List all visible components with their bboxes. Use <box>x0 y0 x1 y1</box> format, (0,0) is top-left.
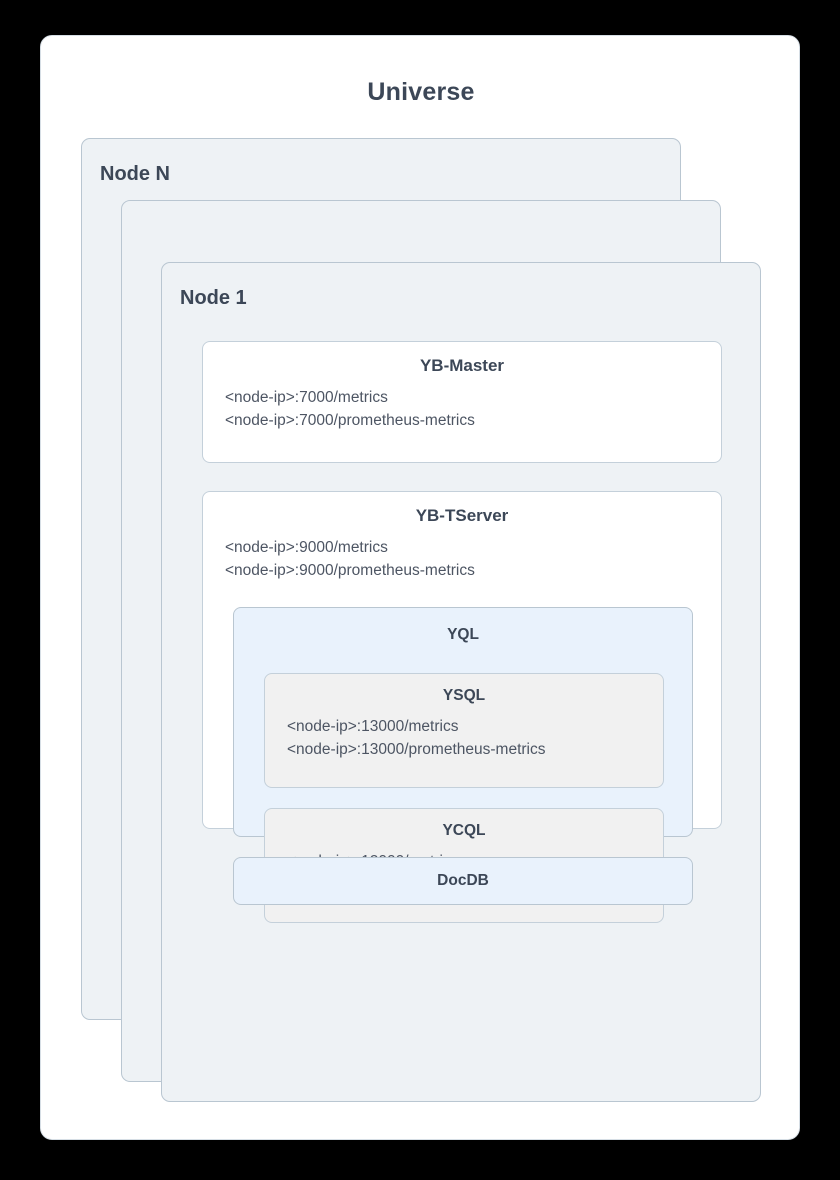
yb-tserver-endpoint-metrics: <node-ip>:9000/metrics <box>225 539 388 556</box>
yb-tserver-box: YB-TServer <node-ip>:9000/metrics <node-… <box>202 491 722 923</box>
yb-master-box: YB-Master <node-ip>:7000/metrics <node-i… <box>202 341 722 463</box>
docdb-title: DocDB <box>437 872 489 889</box>
yql-box: YQL YSQL <node-ip>:13000/metrics <node-i… <box>233 607 693 923</box>
ysql-endpoint-prometheus: <node-ip>:13000/prometheus-metrics <box>287 741 546 758</box>
yb-tserver-endpoints: <node-ip>:9000/metrics <node-ip>:9000/pr… <box>203 536 721 582</box>
yb-master-title: YB-Master <box>419 356 505 375</box>
ysql-title: YSQL <box>442 687 486 704</box>
node-card-label-node-n: Node N <box>100 163 170 185</box>
ysql-box: YSQL <node-ip>:13000/metrics <node-ip>:1… <box>264 673 664 788</box>
yb-master-endpoints: <node-ip>:7000/metrics <node-ip>:7000/pr… <box>203 386 721 432</box>
yb-master-endpoint-metrics: <node-ip>:7000/metrics <box>225 389 388 406</box>
yb-tserver-endpoint-prometheus: <node-ip>:9000/prometheus-metrics <box>225 562 475 579</box>
universe-diagram-canvas: Universe Node N ... Node 1 YB-Master <no… <box>40 35 800 1140</box>
ysql-endpoints: <node-ip>:13000/metrics <node-ip>:13000/… <box>265 715 663 761</box>
node-card-label-node-1: Node 1 <box>180 287 247 309</box>
yb-master-endpoint-prometheus: <node-ip>:7000/prometheus-metrics <box>225 412 475 429</box>
node-card-node-1: Node 1 YB-Master <node-ip>:7000/metrics … <box>161 262 761 1102</box>
docdb-box: DocDB <box>233 857 693 905</box>
yql-title: YQL <box>447 626 479 643</box>
ysql-endpoint-metrics: <node-ip>:13000/metrics <box>287 718 459 735</box>
yb-tserver-title: YB-TServer <box>415 506 509 525</box>
universe-title: Universe <box>367 78 475 106</box>
ycql-title: YCQL <box>442 822 486 839</box>
